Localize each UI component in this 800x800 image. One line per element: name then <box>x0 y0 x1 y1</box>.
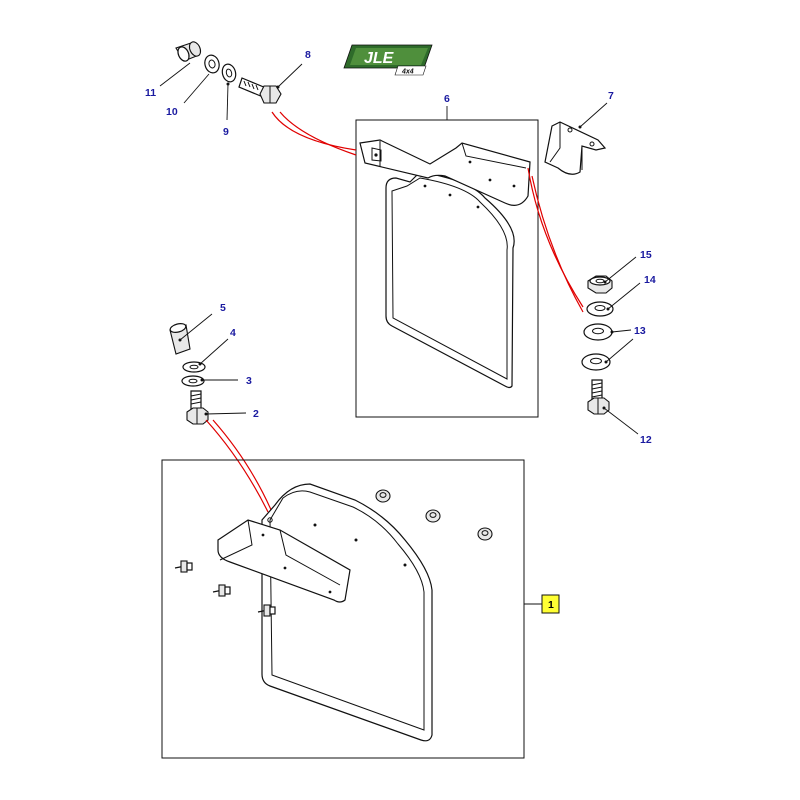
nut-part <box>587 275 613 294</box>
callout-13: 13 <box>634 325 646 337</box>
callout-4: 4 <box>230 327 236 339</box>
callout-10: 10 <box>166 106 178 118</box>
kit-nut-3 <box>477 527 493 541</box>
kit-nut-2 <box>425 509 441 523</box>
callout-14: 14 <box>644 274 656 286</box>
callout-1: 1 <box>548 599 554 611</box>
washer-13b-part <box>581 353 611 371</box>
washer-3-part <box>181 375 205 387</box>
logo-brand: JLE <box>364 50 395 67</box>
washer-13-part <box>583 323 613 341</box>
callout-11: 11 <box>145 87 156 99</box>
callout-7: 7 <box>608 90 614 102</box>
washer-4-part <box>182 361 206 373</box>
jle-logo: JLE 4x4 <box>343 44 433 76</box>
callout-12: 12 <box>640 434 652 446</box>
kit-bolt-1 <box>174 560 193 573</box>
callout-15: 15 <box>640 249 652 261</box>
bolt-part <box>238 77 282 104</box>
bolt-12-part <box>587 379 610 415</box>
callout-8: 8 <box>305 49 311 61</box>
mounting-bracket-part <box>544 121 607 175</box>
callout-6: 6 <box>444 93 450 105</box>
callout-3: 3 <box>246 375 252 387</box>
callout-9: 9 <box>223 126 229 138</box>
logo-sub: 4x4 <box>401 69 414 76</box>
washer-14-part <box>586 301 614 317</box>
bolt-2-part <box>186 390 209 425</box>
mudflap-with-bracket-part <box>359 139 531 389</box>
red-connector-lines <box>205 111 584 513</box>
washer-part <box>204 54 220 74</box>
kit-bolt-2 <box>212 584 231 597</box>
mudflap-kit-part <box>217 483 433 742</box>
spring-washer-part <box>221 63 237 83</box>
spacer-tube-part <box>175 41 202 62</box>
callout-1-highlight <box>541 594 560 614</box>
callout-2: 2 <box>253 408 259 420</box>
kit-nut-1 <box>375 489 391 503</box>
kit-bolt-3 <box>257 604 276 617</box>
assembly-frame-1 <box>161 459 525 759</box>
callout-5: 5 <box>220 302 226 314</box>
spacer-5-part <box>169 323 191 355</box>
